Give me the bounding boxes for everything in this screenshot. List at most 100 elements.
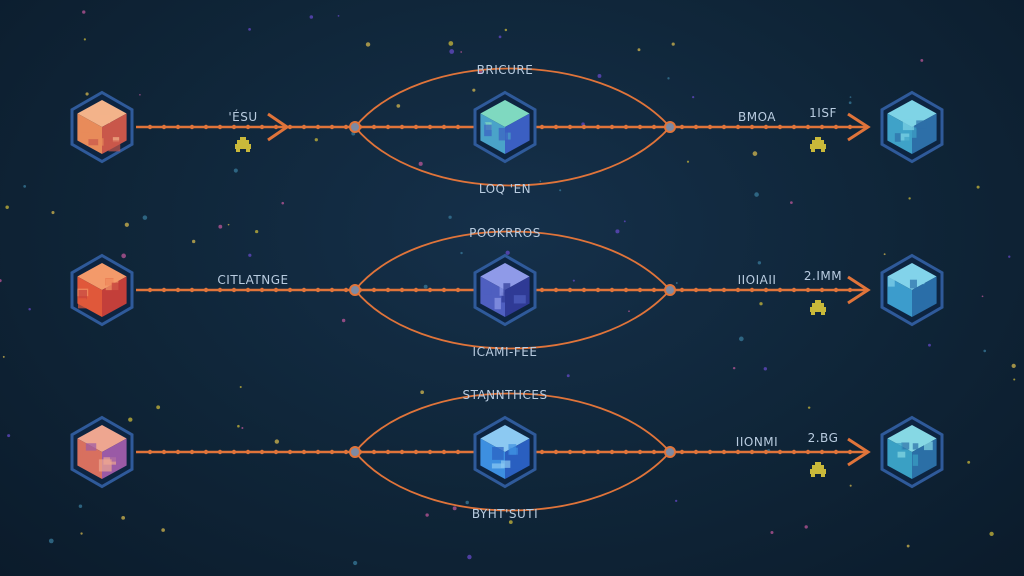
flow-dot	[203, 287, 209, 293]
flow-dot	[553, 287, 559, 293]
input-label: 'ÉSU	[228, 110, 258, 124]
star-dot	[754, 192, 759, 197]
center-cube-pixel-block	[501, 460, 511, 468]
flow-dot	[287, 449, 293, 455]
star-dot	[124, 222, 129, 227]
flow-dot	[847, 287, 853, 293]
flow-dot	[301, 287, 307, 293]
star-dot	[967, 460, 971, 464]
flow-dot	[315, 287, 321, 293]
star-dot	[48, 538, 54, 544]
flow-dot	[399, 449, 405, 455]
star-dot	[218, 224, 223, 229]
flow-dot	[301, 449, 307, 455]
branch-arc-bottom	[354, 451, 671, 512]
flow-dot	[315, 124, 321, 130]
center-cube-top-face	[480, 262, 530, 290]
flow-dot	[777, 124, 783, 130]
star-dot	[566, 374, 570, 378]
star-dot	[7, 434, 11, 438]
star-dot	[121, 253, 126, 259]
flow-dot	[343, 287, 349, 293]
flow-dot	[833, 124, 839, 130]
flow-dot	[847, 124, 853, 130]
flow-dot	[427, 124, 433, 130]
pixel-bug-icon-part	[246, 149, 250, 152]
target-cube-pixel-block	[912, 454, 919, 466]
star-dot	[423, 284, 428, 289]
flow-dot	[595, 449, 601, 455]
target-cube-pixel-block	[916, 120, 927, 129]
center-cube-pixel-block	[510, 458, 522, 470]
flow-dot	[763, 287, 769, 293]
pixel-bug-icon-part	[811, 312, 815, 315]
flow-dot	[651, 124, 657, 130]
source-cube-pixel-block	[80, 121, 90, 133]
star-dot	[989, 531, 994, 537]
flow-dot	[371, 287, 377, 293]
flow-dot	[707, 449, 713, 455]
source-cube-pixel-block	[108, 140, 121, 152]
flow-dot	[441, 124, 447, 130]
junction-node	[349, 284, 361, 296]
star-dot	[156, 405, 161, 410]
pixel-bug-icon-part	[821, 149, 825, 152]
arrow-head-icon	[847, 437, 871, 467]
star-dot	[763, 367, 768, 371]
star-dot	[121, 515, 126, 520]
branch-bottom-label: BYHT'SUTI	[471, 507, 539, 521]
target-cube-pixel-block	[896, 442, 903, 450]
star-dot	[449, 49, 455, 54]
target-cube-pixel-block	[894, 133, 901, 142]
flow-dot	[245, 124, 251, 130]
flow-dot	[441, 449, 447, 455]
pixel-bug-icon-part	[821, 312, 825, 315]
arrow-head-icon	[847, 275, 871, 305]
star-dot	[752, 151, 758, 156]
star-dot	[807, 406, 811, 409]
star-dot	[675, 282, 678, 284]
arrow-head-icon	[267, 112, 290, 142]
star-dot	[28, 307, 31, 311]
flow-dot	[385, 449, 391, 455]
star-dot	[82, 10, 86, 14]
source-cube-pixel-block	[82, 447, 92, 459]
center-cube-pixel-block	[513, 295, 526, 304]
flow-dot	[637, 287, 643, 293]
star-dot	[465, 500, 469, 505]
flow-dot	[735, 287, 741, 293]
flow-dot	[763, 124, 769, 130]
flow-dot	[805, 287, 811, 293]
star-dot	[1008, 255, 1011, 258]
flow-dot	[819, 287, 825, 293]
source-cube-pixel-block	[111, 282, 120, 291]
flow-dot	[623, 124, 629, 130]
flow-dot	[791, 124, 797, 130]
target-cube-pixel-block	[888, 281, 896, 295]
branch-top-label: STAƝNTHCES	[462, 388, 548, 402]
star-dot	[255, 229, 259, 234]
star-dot	[849, 484, 852, 487]
source-cube-right-face	[102, 113, 127, 155]
pixel-bug-icon-part	[812, 140, 824, 144]
arrow-head-icon	[847, 112, 871, 142]
flow-dot	[539, 287, 545, 293]
junction-node	[349, 446, 361, 458]
flow-dot	[189, 124, 195, 130]
flow-dot	[791, 287, 797, 293]
flow-dot	[777, 287, 783, 293]
flow-dot	[609, 449, 615, 455]
output-value: 2.IMM	[803, 269, 843, 283]
flow-dot	[189, 287, 195, 293]
flow-dot	[679, 449, 685, 455]
output-value: 2.BG	[807, 431, 839, 445]
center-cube-pixel-block	[494, 297, 501, 310]
flow-dot	[343, 449, 349, 455]
source-cube-pixel-block	[112, 137, 120, 143]
junction-node	[664, 284, 676, 296]
flow-dot	[147, 124, 153, 130]
star-dot	[848, 101, 852, 105]
flow-dot	[259, 449, 265, 455]
flow-dot	[161, 124, 167, 130]
center-cube-pixel-block	[501, 292, 510, 303]
